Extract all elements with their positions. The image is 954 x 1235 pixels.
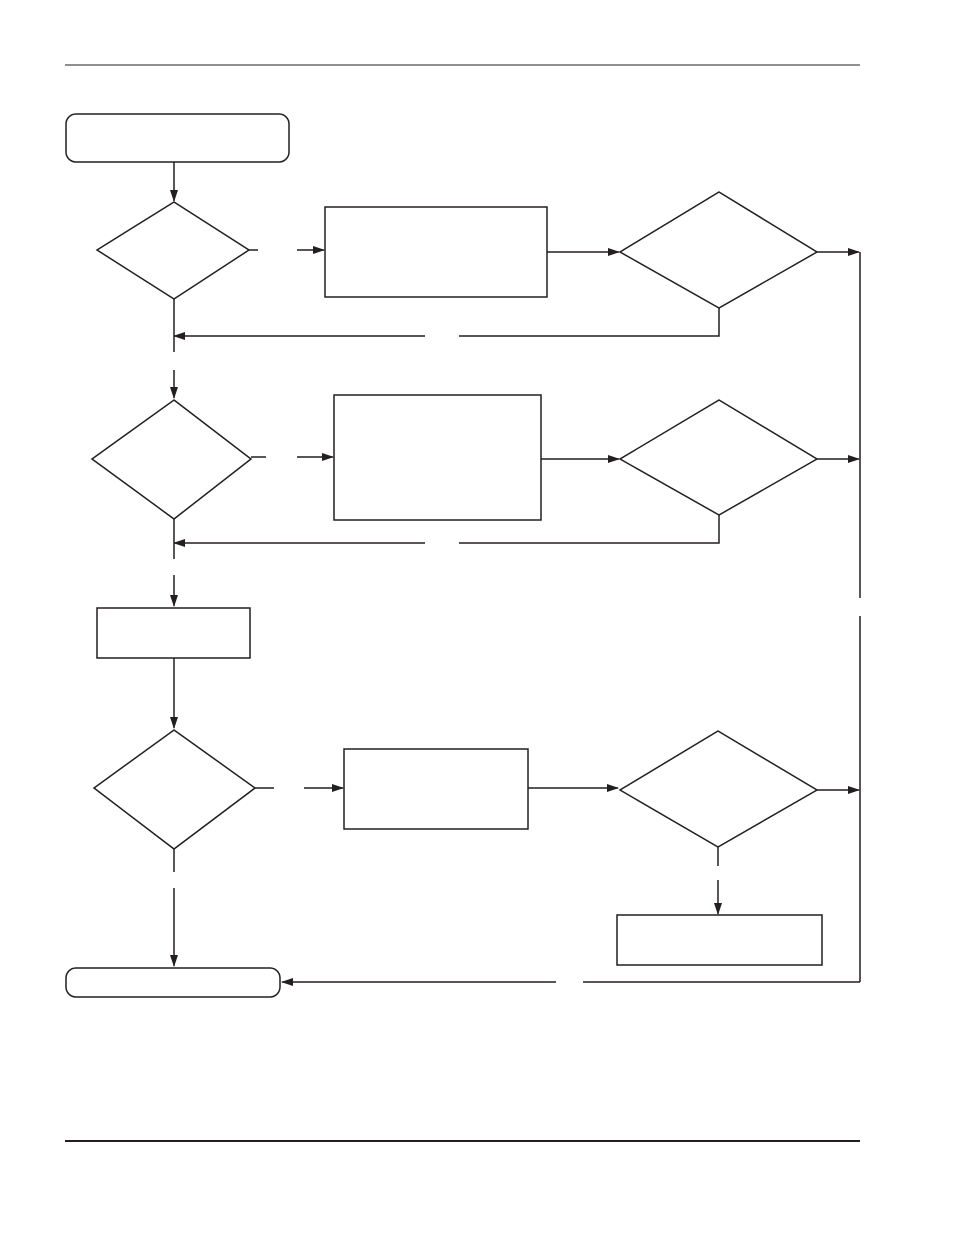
decision-2	[90, 399, 253, 520]
end-terminal	[65, 967, 281, 998]
check-decision-1	[618, 191, 819, 309]
check-decision-3	[618, 730, 819, 848]
check-decision-2	[618, 399, 819, 516]
connector-check-2-return-right	[459, 515, 720, 544]
action-box-3	[343, 748, 529, 830]
connector-check-1-return-right	[459, 308, 720, 337]
decision-1	[95, 201, 251, 300]
process-box	[96, 607, 251, 659]
decision-3	[92, 729, 257, 850]
result-box	[616, 914, 823, 966]
start-terminal	[65, 113, 290, 163]
action-box-1	[324, 206, 548, 298]
action-box-2	[333, 394, 542, 521]
